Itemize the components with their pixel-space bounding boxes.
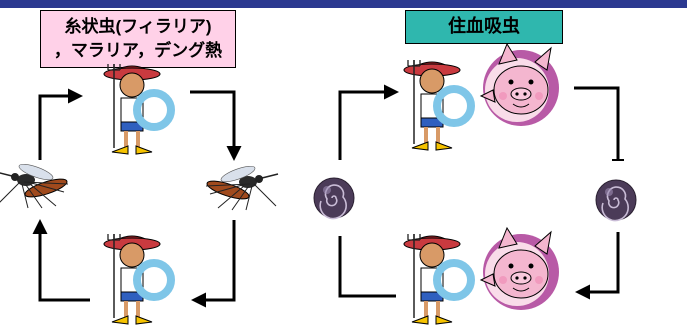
human-icon (104, 234, 171, 324)
human-icon (404, 60, 471, 150)
human-icon (404, 234, 471, 324)
arrow-mosquito-to-human-lower (191, 220, 236, 308)
snail-icon (595, 179, 637, 222)
arrow-human-to-mosquito-lower (32, 219, 90, 302)
right-cycle (313, 43, 637, 324)
human-icon (104, 64, 171, 154)
top-band (0, 0, 687, 8)
mosquito-icon (204, 162, 279, 211)
arrow-snail-to-host (338, 84, 399, 160)
arrow-host-to-snail (574, 86, 620, 160)
left-cycle (0, 64, 279, 324)
left-label-line2: ，マラリア，デング熱 (53, 41, 223, 60)
arrow-mosquito-to-human (38, 88, 83, 160)
arrow-snail-to-host-lower (575, 232, 620, 300)
arrow-human-to-mosquito (190, 90, 242, 161)
mosquito-icon (0, 160, 70, 209)
right-cycle-label: 住血吸虫 (405, 10, 563, 44)
left-cycle-label: 糸状虫(フィラリア) ，マラリア，デング熱 (40, 10, 236, 68)
snail-icon (313, 177, 355, 220)
arrow-host-to-snail-lower (338, 236, 396, 298)
left-label-line1: 糸状虫(フィラリア) (64, 17, 212, 36)
pig-icon (480, 43, 560, 127)
pig-icon (480, 227, 560, 311)
